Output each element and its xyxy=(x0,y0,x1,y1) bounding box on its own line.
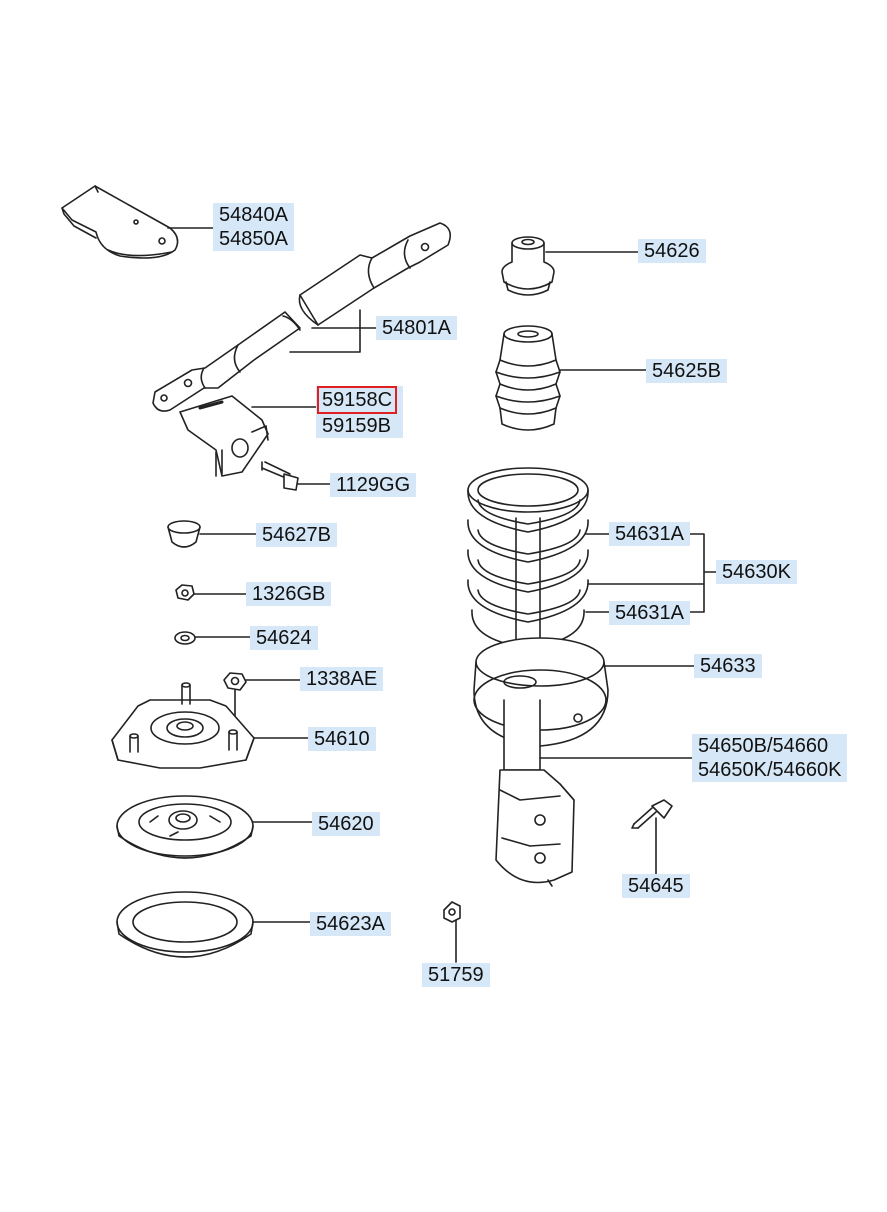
label-54801a[interactable]: 54801A xyxy=(376,316,457,340)
label-54650-54660[interactable]: 54650B/54660 54650K/54660K xyxy=(692,734,848,782)
bearing-54620-drawing xyxy=(116,795,254,859)
leader-54630k xyxy=(587,533,717,613)
label-1338ae[interactable]: 1338AE xyxy=(300,667,384,691)
coil-spring-drawing xyxy=(467,467,589,671)
label-54633[interactable]: 54633 xyxy=(694,654,762,678)
seat-54623a-drawing xyxy=(116,891,254,958)
leader-54801a xyxy=(289,309,381,353)
part-number-1338ae: 1338AE xyxy=(306,668,378,690)
label-54623a[interactable]: 54623A xyxy=(310,912,391,936)
label-54645[interactable]: 54645 xyxy=(622,874,690,898)
part-number-54631a-top: 54631A xyxy=(615,523,684,545)
label-54610[interactable]: 54610 xyxy=(308,727,376,751)
label-54630k[interactable]: 54630K xyxy=(716,560,797,584)
cap-54627b-drawing xyxy=(167,520,201,548)
part-number-51759: 51759 xyxy=(428,964,484,986)
washer-54624-drawing xyxy=(174,631,196,645)
bolt-54645-drawing xyxy=(631,799,673,829)
bolt-1129gg-drawing xyxy=(261,461,299,491)
strut-bar-drawing xyxy=(152,222,451,412)
part-number-1326gb: 1326GB xyxy=(252,583,326,605)
label-59158c-59159b[interactable]: 59158C 59159B xyxy=(316,386,404,438)
part-number-59159b: 59159B xyxy=(322,415,391,437)
part-number-54650b-54660: 54650B/54660 xyxy=(698,735,829,757)
label-54627b[interactable]: 54627B xyxy=(256,523,337,547)
part-number-54631a-bottom: 54631A xyxy=(615,602,684,624)
part-number-54801a: 54801A xyxy=(382,317,451,339)
part-number-54630k: 54630K xyxy=(722,561,791,583)
nut-1338ae-drawing xyxy=(223,672,247,691)
part-number-54850a: 54850A xyxy=(219,228,288,250)
part-number-54650k-54660k: 54650K/54660K xyxy=(698,759,842,781)
part-number-54626: 54626 xyxy=(644,240,700,262)
dust-cover-54625b-drawing xyxy=(495,325,561,431)
spring-seat-54633-drawing xyxy=(473,637,609,747)
part-number-54645: 54645 xyxy=(628,875,684,897)
label-54840a-54850a[interactable]: 54840A 54850A xyxy=(213,203,294,251)
part-number-54620: 54620 xyxy=(318,813,374,835)
strut-assembly-drawing xyxy=(495,699,575,887)
label-1326gb[interactable]: 1326GB xyxy=(246,582,332,606)
part-number-54633: 54633 xyxy=(700,655,756,677)
bumper-54626-drawing xyxy=(501,236,555,296)
label-54625b[interactable]: 54625B xyxy=(646,359,727,383)
label-54624[interactable]: 54624 xyxy=(250,626,318,650)
label-54626[interactable]: 54626 xyxy=(638,239,706,263)
mount-54610-drawing xyxy=(111,682,255,769)
label-54631a-top[interactable]: 54631A xyxy=(609,522,690,546)
nut-51759-drawing xyxy=(443,901,461,923)
cover-plate-drawing xyxy=(61,185,179,259)
nut-1326gb-drawing xyxy=(175,584,195,601)
part-number-54610: 54610 xyxy=(314,728,370,750)
label-51759[interactable]: 51759 xyxy=(422,963,490,987)
part-number-54625b: 54625B xyxy=(652,360,721,382)
label-54631a-bottom[interactable]: 54631A xyxy=(609,601,690,625)
part-number-54840a: 54840A xyxy=(219,204,288,226)
part-number-54623a: 54623A xyxy=(316,913,385,935)
highlighted-part-59158c: 59158C xyxy=(317,386,398,414)
bracket-drawing xyxy=(179,395,269,477)
part-number-1129gg: 1129GG xyxy=(336,474,411,496)
part-number-54624: 54624 xyxy=(256,627,312,649)
label-1129gg[interactable]: 1129GG xyxy=(330,473,417,497)
part-number-54627b: 54627B xyxy=(262,524,331,546)
label-54620[interactable]: 54620 xyxy=(312,812,380,836)
